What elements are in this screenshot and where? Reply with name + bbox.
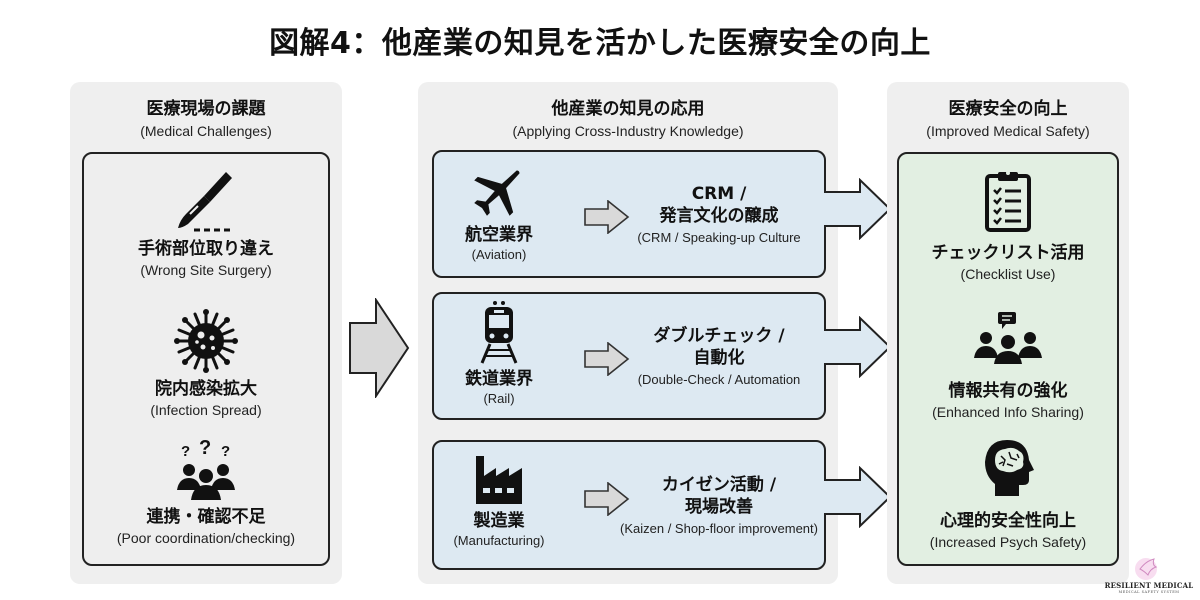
svg-text:?: ?	[221, 443, 230, 460]
improved-safety-panel: 医療安全の向上 (Improved Medical Safety) チェックリス…	[887, 82, 1129, 584]
panel-heading: 他産業の知見の応用 (Applying Cross-Industry Knowl…	[418, 94, 838, 139]
industry-name-en: (Manufacturing)	[453, 533, 545, 548]
industry-name-jp: 航空業界	[465, 225, 533, 245]
industry-name-en: (Aviation)	[471, 247, 527, 262]
team-chat-icon	[974, 312, 1042, 364]
arrow-right-icon	[584, 200, 630, 234]
industry-label: 鉄道業界 (Rail)	[434, 294, 564, 418]
heading-jp: 医療安全の向上	[948, 99, 1068, 119]
logo-brand-text: RESILIENT MEDICAL	[1104, 581, 1194, 590]
challenge-jp: 院内感染拡大	[155, 379, 257, 399]
industry-practice: CRM / 発言文化の醸成 (CRM / Speaking-up Culture	[612, 152, 826, 276]
brain-head-icon	[985, 440, 1034, 496]
practice-jp: ダブルチェック /	[653, 326, 785, 346]
challenge-jp: 手術部位取り違え	[138, 239, 274, 259]
industry-name-jp: 鉄道業界	[465, 369, 533, 389]
challenge-jp: 連携・確認不足	[146, 507, 266, 527]
practice-en: (Double-Check / Automation	[637, 372, 801, 387]
scalpel-icon	[178, 172, 232, 232]
outcome-item: 心理的安全性向上 (Increased Psych Safety)	[899, 438, 1117, 550]
outcome-jp: 心理的安全性向上	[940, 511, 1076, 531]
practice-jp: 発言文化の醸成	[659, 206, 779, 226]
outcome-jp: チェックリスト活用	[931, 243, 1085, 263]
heading-en: (Improved Medical Safety)	[926, 123, 1090, 139]
outcome-en: (Enhanced Info Sharing)	[932, 404, 1084, 420]
flow-arrow-icon	[824, 178, 892, 240]
arrow-right-icon	[584, 482, 630, 516]
dove-logo-icon	[1135, 558, 1158, 580]
practice-jp: カイゼン活動 /	[661, 475, 777, 495]
page-title: 図解4：他産業の知見を活かした医療安全の向上	[269, 26, 931, 61]
practice-jp: 現場改善	[685, 497, 753, 517]
flow-arrow-icon	[824, 316, 892, 378]
confused-group-icon: ? ? ?	[177, 438, 235, 500]
virus-icon	[174, 309, 238, 373]
outcome-item: 情報共有の強化 (Enhanced Info Sharing)	[899, 310, 1117, 420]
cross-industry-panel: 他産業の知見の応用 (Applying Cross-Industry Knowl…	[418, 82, 838, 584]
challenge-en: (Infection Spread)	[150, 402, 262, 418]
industry-name-en: (Rail)	[483, 391, 515, 406]
challenge-item: 院内感染拡大 (Infection Spread)	[84, 308, 328, 418]
outcomes-box: チェックリスト活用 (Checklist Use) 情報共有の強化 (Enhan…	[897, 152, 1119, 566]
industry-card-aviation: 航空業界 (Aviation) CRM / 発言文化の醸成 (CRM / Spe…	[432, 150, 826, 278]
practice-jp: 自動化	[693, 348, 745, 368]
industry-card-manufacturing: 製造業 (Manufacturing) カイゼン活動 / 現場改善 (Kaize…	[432, 440, 826, 570]
flow-arrow-icon	[824, 466, 892, 528]
flow-arrow-icon	[349, 298, 410, 398]
challenge-item: ? ? ? 連携・確認不足 (Poor coordination/checkin…	[84, 438, 328, 546]
brand-logo: RESILIENT MEDICAL MEDICAL SAFETY SYSTEM	[1098, 555, 1200, 594]
airplane-icon	[474, 170, 520, 216]
factory-icon	[476, 456, 522, 504]
industry-name-jp: 製造業	[473, 511, 525, 531]
heading-jp: 他産業の知見の応用	[551, 99, 705, 119]
panel-heading: 医療安全の向上 (Improved Medical Safety)	[887, 94, 1129, 139]
industry-practice: ダブルチェック / 自動化 (Double-Check / Automation	[612, 294, 826, 418]
industry-label: 製造業 (Manufacturing)	[434, 442, 564, 568]
outcome-jp: 情報共有の強化	[948, 381, 1068, 401]
arrow-right-icon	[584, 342, 630, 376]
svg-text:?: ?	[199, 438, 211, 459]
challenge-en: (Poor coordination/checking)	[116, 530, 296, 546]
practice-jp: CRM /	[691, 184, 747, 204]
checklist-icon	[985, 171, 1031, 232]
outcome-en: (Checklist Use)	[960, 266, 1056, 282]
industry-practice: カイゼン活動 / 現場改善 (Kaizen / Shop-floor impro…	[612, 442, 826, 568]
challenge-item: 手術部位取り違え (Wrong Site Surgery)	[84, 168, 328, 278]
svg-text:?: ?	[181, 443, 190, 460]
medical-challenges-panel: 医療現場の課題 (Medical Challenges) 手術部位取り違え (W…	[70, 82, 342, 584]
practice-en: (CRM / Speaking-up Culture	[637, 230, 801, 245]
practice-en: (Kaizen / Shop-floor improvement)	[620, 521, 818, 536]
challenge-en: (Wrong Site Surgery)	[140, 262, 272, 278]
heading-jp: 医療現場の課題	[146, 99, 266, 119]
heading-en: (Applying Cross-Industry Knowledge)	[512, 123, 744, 139]
outcome-item: チェックリスト活用 (Checklist Use)	[899, 170, 1117, 282]
logo-sub-text: MEDICAL SAFETY SYSTEM	[1118, 590, 1180, 594]
outcome-en: (Increased Psych Safety)	[929, 534, 1087, 550]
industry-card-rail: 鉄道業界 (Rail) ダブルチェック / 自動化 (Double-Check …	[432, 292, 826, 420]
panel-heading: 医療現場の課題 (Medical Challenges)	[70, 94, 342, 139]
heading-en: (Medical Challenges)	[140, 123, 272, 139]
train-icon	[480, 301, 518, 364]
challenges-box: 手術部位取り違え (Wrong Site Surgery) 院内感染拡大 (	[82, 152, 330, 566]
industry-label: 航空業界 (Aviation)	[434, 152, 564, 276]
